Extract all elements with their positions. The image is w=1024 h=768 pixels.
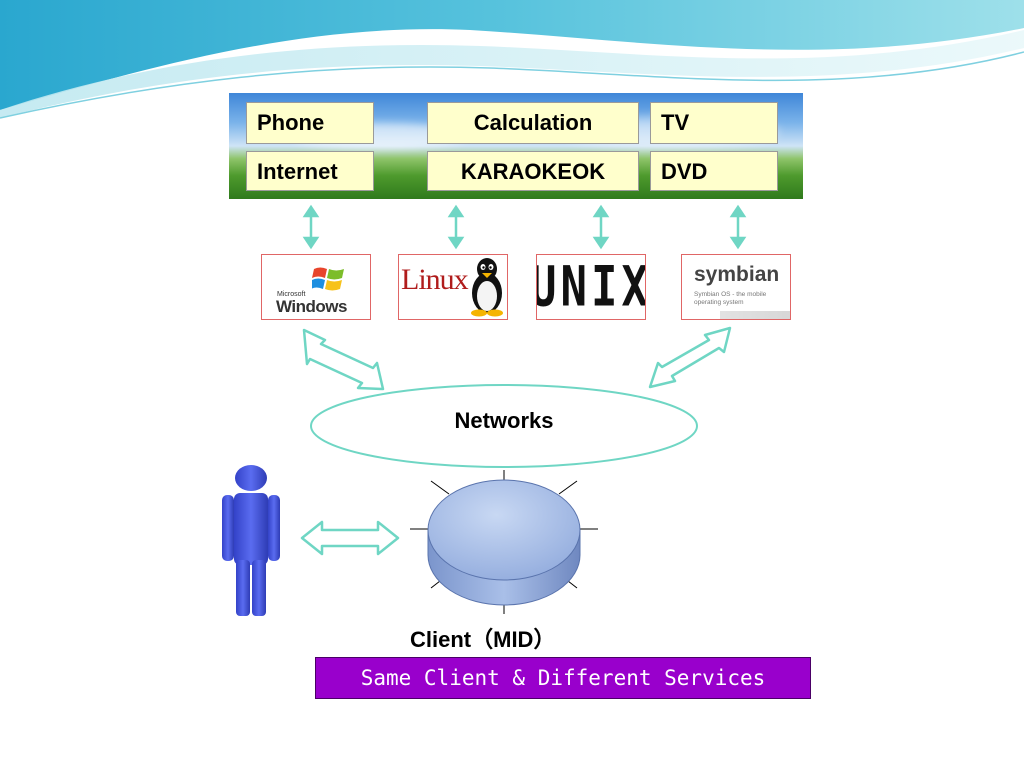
service-karaoke: KARAOKEOK	[427, 151, 639, 191]
service-phone: Phone	[246, 102, 374, 144]
summary-banner: Same Client & Different Services	[315, 657, 811, 699]
symbian-tagline-2: operating system	[694, 299, 744, 306]
symbian-watermark	[720, 311, 790, 319]
networks-label: Networks	[454, 408, 554, 433]
windows-flag-icon	[312, 267, 344, 291]
service-calculation: Calculation	[427, 102, 639, 144]
diagonal-arrow-right	[648, 326, 732, 389]
service-tv: TV	[650, 102, 778, 144]
windows-logo-text: Windows	[276, 297, 347, 316]
vertical-arrow-unix	[592, 204, 610, 250]
windows-logo-box: Microsoft Windows	[261, 254, 371, 320]
linux-logo-box: Linux	[398, 254, 508, 320]
linux-logo-text: Linux	[401, 263, 469, 296]
decorative-wave-header	[0, 0, 1024, 119]
symbian-logo-box: symbian Symbian OS - the mobile operatin…	[681, 254, 791, 320]
client-label: Client（MID）	[410, 627, 556, 652]
tux-penguin-icon	[471, 258, 503, 317]
client-disk-icon	[427, 479, 581, 606]
unix-logo-text: UNIX	[536, 255, 646, 319]
windows-logo-small-text: Microsoft	[277, 291, 306, 298]
vertical-arrow-windows	[302, 204, 320, 250]
horizontal-arrow-person-client	[300, 520, 400, 556]
vertical-arrow-symbian	[729, 204, 747, 250]
unix-logo-box: UNIX	[536, 254, 646, 320]
networks-ellipse	[310, 384, 698, 468]
symbian-logo-text: symbian	[694, 263, 780, 286]
service-dvd: DVD	[650, 151, 778, 191]
diagonal-arrow-left	[302, 328, 385, 391]
vertical-arrow-linux	[447, 204, 465, 250]
person-icon	[222, 465, 280, 616]
service-internet: Internet	[246, 151, 374, 191]
symbian-tagline-1: Symbian OS - the mobile	[694, 291, 767, 298]
